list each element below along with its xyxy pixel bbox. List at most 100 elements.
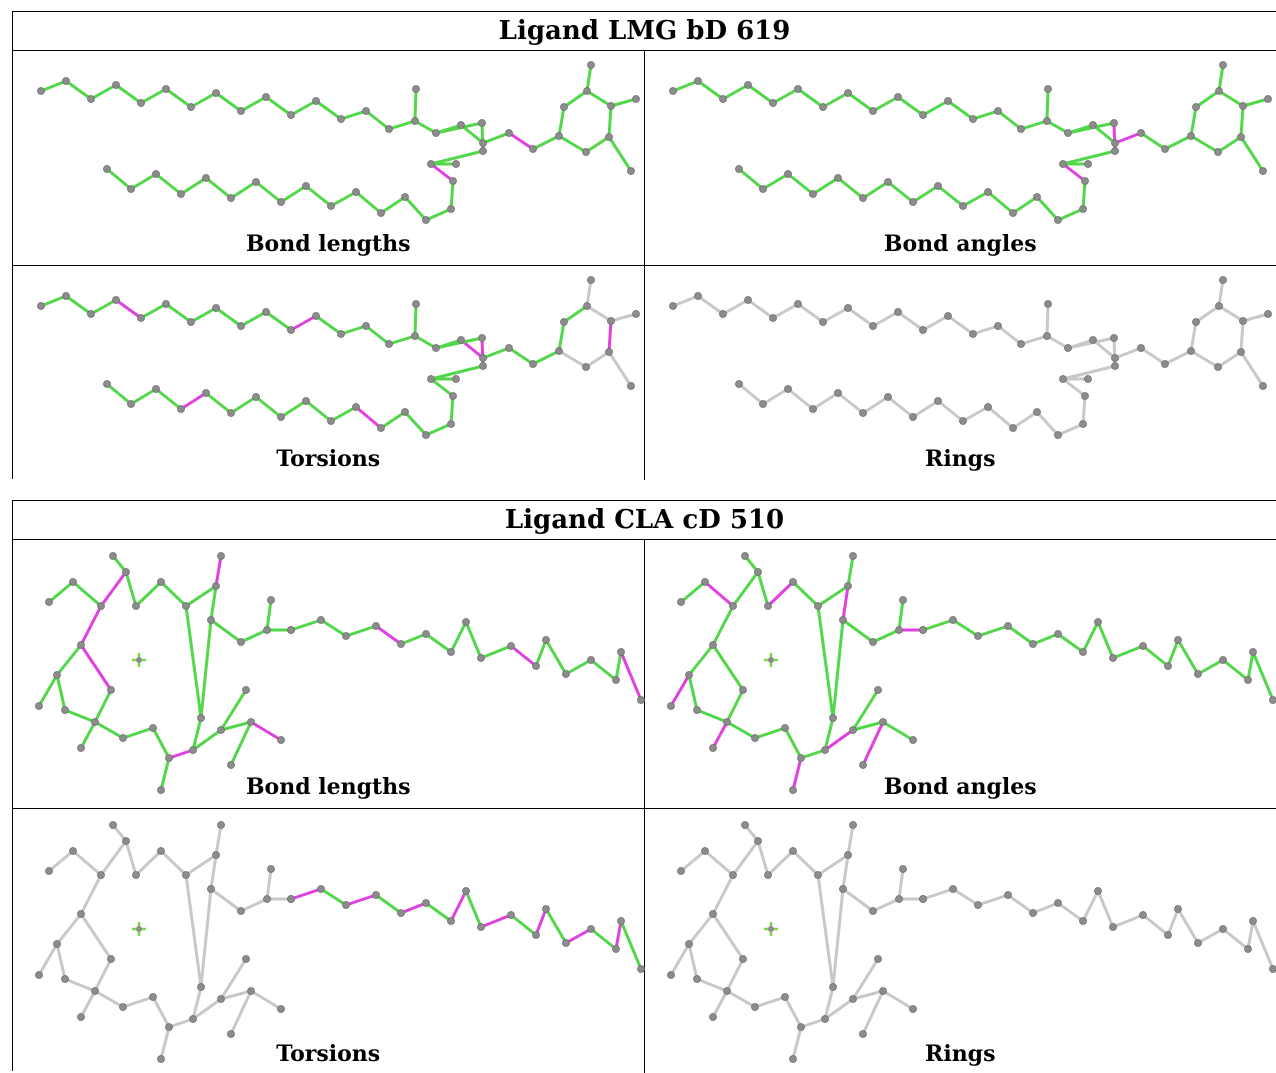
atom (754, 838, 761, 845)
atom (1111, 148, 1118, 155)
panel-torsions: Torsions (13, 266, 645, 480)
atom (104, 166, 111, 173)
atom (453, 161, 460, 168)
atom (36, 972, 43, 979)
atom (1244, 946, 1251, 953)
ligand-table-cla: Ligand CLA cD 510 Bond lengths Bond angl… (12, 500, 1276, 1071)
atom (944, 313, 951, 320)
molecule-diagram (645, 540, 1276, 808)
atom (1192, 104, 1199, 111)
atom (608, 318, 615, 325)
atom (1004, 623, 1011, 630)
atom (944, 98, 951, 105)
atom (120, 1004, 127, 1011)
atom (1269, 697, 1276, 704)
atom (984, 189, 991, 196)
atom (1064, 130, 1071, 137)
atom (248, 719, 255, 726)
atom (190, 747, 197, 754)
atom (213, 305, 220, 312)
atom (719, 96, 726, 103)
atom (669, 303, 676, 310)
atom (1054, 432, 1061, 439)
atom (54, 941, 61, 948)
atom (158, 579, 165, 586)
atom (1029, 641, 1036, 648)
atom (919, 627, 926, 634)
atom (428, 161, 435, 168)
atom (78, 1014, 85, 1021)
atom (869, 108, 876, 115)
atom (218, 822, 225, 829)
atom (1109, 655, 1116, 662)
atom (934, 398, 941, 405)
atom (685, 672, 692, 679)
atom (667, 703, 674, 710)
atom (769, 315, 776, 322)
atom (1084, 161, 1091, 168)
atom (739, 956, 746, 963)
atom (849, 553, 856, 560)
atom (797, 755, 804, 762)
atom (1059, 161, 1066, 168)
atom (1059, 376, 1066, 383)
panel-torsions: Torsions (13, 809, 645, 1073)
atom (693, 707, 700, 714)
atom (909, 199, 916, 206)
bond (1089, 366, 1115, 373)
atom (1079, 918, 1086, 925)
atom (508, 912, 515, 919)
atom (934, 183, 941, 190)
atom (1110, 335, 1117, 342)
atom (153, 386, 160, 393)
atom (899, 866, 906, 873)
atom (54, 672, 61, 679)
atom (849, 822, 856, 829)
atom (278, 737, 285, 744)
bond (194, 662, 202, 718)
atom (588, 277, 595, 284)
atom (984, 404, 991, 411)
atom (1094, 888, 1101, 895)
metal-center (764, 922, 778, 936)
bond (1089, 151, 1115, 158)
atom (450, 178, 457, 185)
atom (1239, 318, 1246, 325)
atom (1139, 912, 1146, 919)
atom (402, 409, 409, 416)
atom (869, 908, 876, 915)
atom (313, 98, 320, 105)
atom (1081, 393, 1088, 400)
atom (1161, 361, 1168, 368)
atom (874, 687, 881, 694)
bond (825, 662, 833, 718)
atom (398, 910, 405, 917)
atom (413, 301, 420, 308)
atom (884, 179, 891, 186)
atom (1043, 333, 1050, 340)
atom (584, 303, 591, 310)
atom (677, 868, 684, 875)
atom (1079, 206, 1086, 213)
atom (218, 727, 225, 734)
bond (201, 669, 206, 718)
panel-caption: Rings (645, 446, 1276, 472)
atom (809, 406, 816, 413)
atom (253, 179, 260, 186)
atom (859, 195, 866, 202)
atom (448, 649, 455, 656)
atom (701, 848, 708, 855)
atom (228, 762, 235, 769)
atom (428, 376, 435, 383)
bond (96, 937, 111, 960)
atom (994, 108, 1001, 115)
atom (108, 956, 115, 963)
atom (288, 112, 295, 119)
atom (70, 848, 77, 855)
atom (243, 687, 250, 694)
atom (613, 946, 620, 953)
atom (1215, 88, 1222, 95)
atom (238, 908, 245, 915)
atom (1054, 631, 1061, 638)
bond (206, 620, 211, 669)
